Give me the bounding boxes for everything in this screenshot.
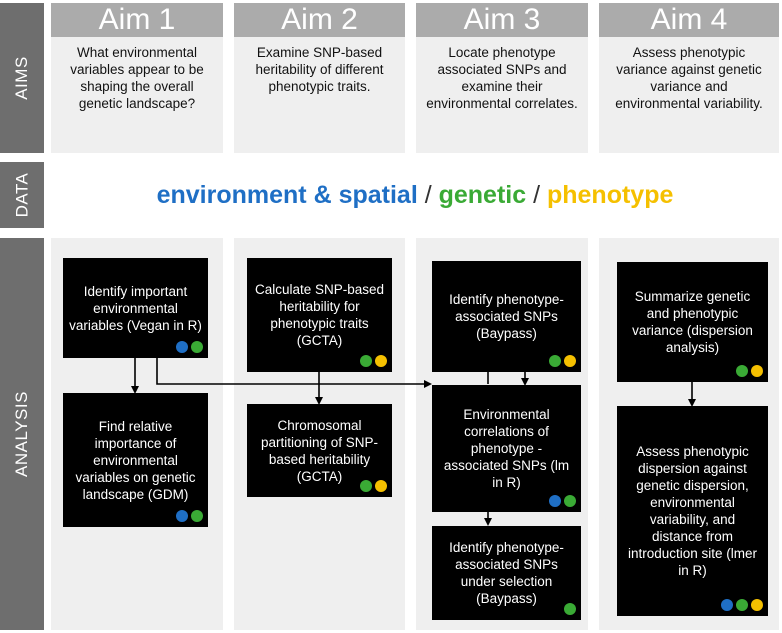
- data-dots: [736, 365, 763, 377]
- box-assess-phenotypic-dispersion-text: Assess phenotypic dispersion against gen…: [627, 444, 758, 578]
- genetic-dot: [549, 355, 561, 367]
- box-gdm-importance-text: Find relative importance of environmenta…: [75, 418, 196, 502]
- aim-3-text: Locate phenotype associated SNPs and exa…: [426, 45, 578, 111]
- data-dots: [360, 355, 387, 367]
- aim-3-title: Aim 3: [416, 3, 588, 37]
- aim-1-title: Aim 1: [51, 3, 223, 37]
- phenotype-dot: [375, 355, 387, 367]
- data-phenotype-label: phenotype: [546, 180, 674, 209]
- box-environmental-correlations-text: Environmental correlations of phenotype …: [443, 407, 570, 490]
- aim-4-title: Aim 4: [599, 3, 779, 37]
- box-assess-phenotypic-dispersion: Assess phenotypic dispersion against gen…: [617, 406, 768, 616]
- genetic-dot: [564, 495, 576, 507]
- phenotype-dot: [751, 599, 763, 611]
- genetic-dot: [564, 603, 576, 615]
- aim-1-text: What environmental variables appear to b…: [70, 45, 204, 111]
- aim-4-text: Assess phenotypic variance against genet…: [615, 45, 763, 111]
- data-dots: [360, 480, 387, 492]
- box-identify-phenotype-snps-text: Identify phenotype-associated SNPs (Bayp…: [449, 292, 564, 341]
- phenotype-dot: [751, 365, 763, 377]
- data-separator-2: /: [526, 180, 547, 209]
- box-identify-env-variables: Identify important environmental variabl…: [63, 258, 208, 358]
- box-snps-under-selection-text: Identify phenotype-associated SNPs under…: [449, 540, 564, 606]
- box-calculate-heritability: Calculate SNP-based heritability for phe…: [247, 258, 392, 372]
- box-summarize-variance-text: Summarize genetic and phenotypic varianc…: [632, 289, 753, 355]
- genetic-dot: [191, 341, 203, 353]
- genetic-dot: [360, 355, 372, 367]
- data-dots: [721, 599, 763, 611]
- row-label-aims: AIMS: [0, 3, 44, 153]
- data-dots: [176, 341, 203, 353]
- box-environmental-correlations: Environmental correlations of phenotype …: [432, 385, 581, 512]
- genetic-dot: [736, 365, 748, 377]
- genetic-dot: [360, 480, 372, 492]
- data-types-legend: environment & spatial / genetic / phenot…: [51, 162, 779, 228]
- genetic-dot: [191, 510, 203, 522]
- environment-dot: [176, 510, 188, 522]
- data-dots: [549, 495, 576, 507]
- aim-3-panel: Aim 3 Locate phenotype associated SNPs a…: [416, 3, 588, 153]
- box-snps-under-selection: Identify phenotype-associated SNPs under…: [432, 526, 581, 620]
- aim-4-panel: Aim 4 Assess phenotypic variance against…: [599, 3, 779, 153]
- data-environment-label: environment & spatial: [156, 180, 418, 209]
- genetic-dot: [736, 599, 748, 611]
- environment-dot: [721, 599, 733, 611]
- aim-2-text: Examine SNP-based heritability of differ…: [255, 45, 384, 94]
- row-label-analysis: ANALYSIS: [0, 238, 44, 630]
- aim-2-title: Aim 2: [234, 3, 405, 37]
- row-label-data: DATA: [0, 162, 44, 228]
- data-separator-1: /: [417, 180, 439, 209]
- phenotype-dot: [375, 480, 387, 492]
- box-chromosomal-partitioning: Chromosomal partitioning of SNP-based he…: [247, 404, 392, 497]
- data-dots: [549, 355, 576, 367]
- box-gdm-importance: Find relative importance of environmenta…: [63, 393, 208, 527]
- environment-dot: [549, 495, 561, 507]
- arrow-a1-identify-to-envcorr: [156, 358, 432, 388]
- box-calculate-heritability-text: Calculate SNP-based heritability for phe…: [254, 282, 385, 348]
- aim-1-panel: Aim 1 What environmental variables appea…: [51, 3, 223, 153]
- box-identify-env-variables-text: Identify important environmental variabl…: [69, 283, 202, 333]
- box-chromosomal-partitioning-text: Chromosomal partitioning of SNP-based he…: [260, 417, 379, 484]
- data-dots: [564, 603, 576, 615]
- environment-dot: [176, 341, 188, 353]
- box-summarize-variance: Summarize genetic and phenotypic varianc…: [617, 262, 768, 382]
- data-genetic-label: genetic: [438, 180, 527, 209]
- data-dots: [176, 510, 203, 522]
- aim-2-panel: Aim 2 Examine SNP-based heritability of …: [234, 3, 405, 153]
- phenotype-dot: [564, 355, 576, 367]
- box-identify-phenotype-snps: Identify phenotype-associated SNPs (Bayp…: [432, 261, 581, 372]
